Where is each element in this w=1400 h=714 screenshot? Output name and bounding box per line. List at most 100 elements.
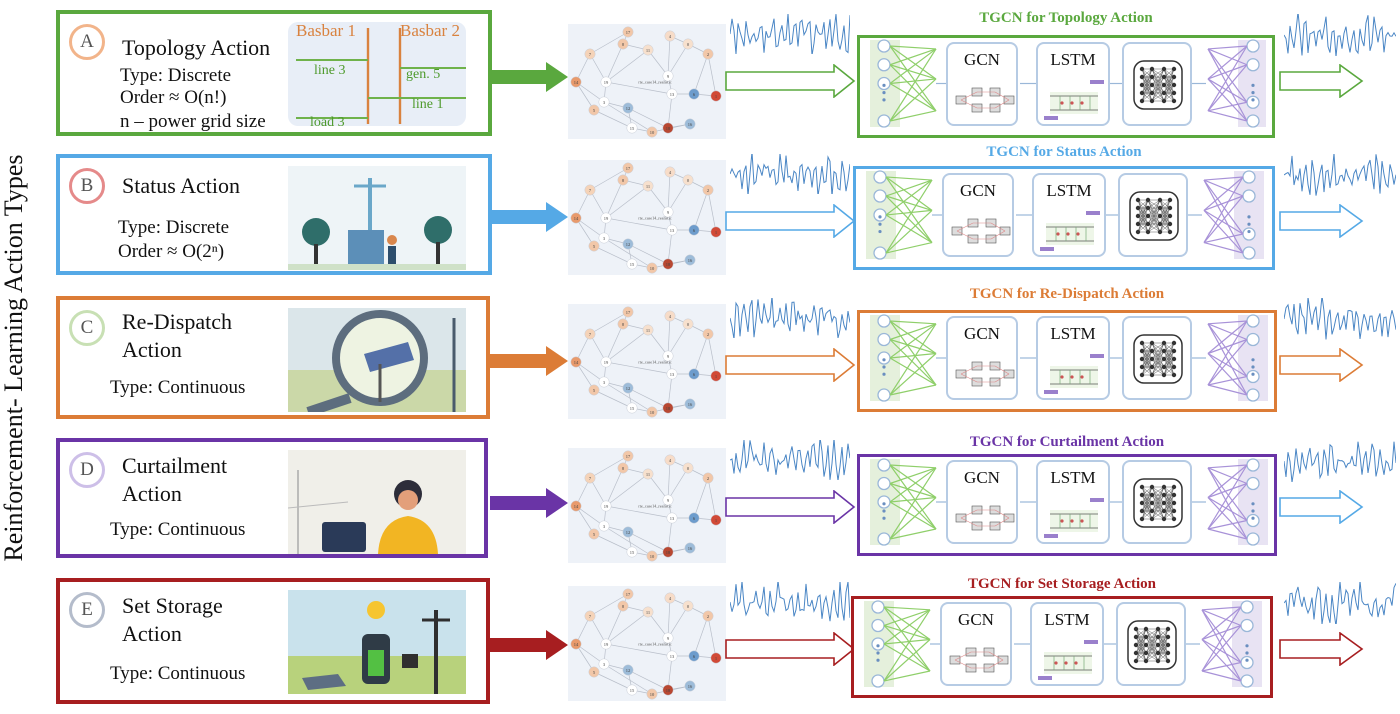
topology-diagram-label: line 3: [314, 63, 346, 78]
network-node: 3: [598, 376, 610, 388]
svg-text:5: 5: [593, 670, 596, 675]
svg-text:1: 1: [715, 656, 717, 661]
gcn-graph-icon: [955, 361, 1015, 387]
network-node: 8: [617, 600, 629, 612]
action-description-line: Type: Continuous: [110, 519, 246, 540]
network-node: 18: [662, 258, 674, 270]
action-description-line: Type: Continuous: [110, 377, 246, 398]
network-node: 11: [642, 324, 654, 336]
network-node: 15: [626, 122, 638, 134]
svg-text:16: 16: [688, 402, 693, 407]
tgcn-title: TGCN for Re-Dispatch Action: [969, 286, 1165, 302]
svg-text:12: 12: [626, 668, 631, 673]
network-node: 1: [710, 90, 722, 102]
svg-text:8: 8: [622, 604, 625, 609]
network-node: 2: [702, 328, 714, 340]
network-label: rte_case14_realistic: [638, 80, 671, 85]
svg-text:10: 10: [650, 266, 655, 271]
network-node: 12: [622, 664, 634, 676]
svg-text:19: 19: [604, 216, 609, 221]
svg-text:18: 18: [666, 688, 671, 693]
lstm-cell-icon: [1040, 211, 1100, 251]
flow-arrow-thick: [490, 202, 568, 232]
network-node: 4: [664, 592, 676, 604]
network-node: 15: [626, 546, 638, 558]
network-node: 11: [642, 180, 654, 192]
network-node: 17: [622, 26, 634, 38]
svg-text:10: 10: [650, 554, 655, 559]
svg-text:14: 14: [574, 216, 579, 221]
dense-network-module: [1122, 460, 1192, 544]
svg-text:17: 17: [626, 166, 631, 171]
tgcn-title: TGCN for Status Action: [986, 144, 1142, 160]
network-node: 10: [646, 406, 658, 418]
network-node: 19: [600, 500, 612, 512]
svg-text:0: 0: [687, 604, 690, 609]
gcn-label: GCN: [964, 468, 1000, 487]
network-node: 0: [682, 600, 694, 612]
svg-text:9: 9: [667, 74, 670, 79]
network-node: 17: [622, 306, 634, 318]
svg-text:12: 12: [626, 530, 631, 535]
network-node: 12: [622, 102, 634, 114]
neural-network-icon: [1133, 334, 1183, 384]
network-node: 7: [584, 610, 596, 622]
network-node: 3: [598, 232, 610, 244]
svg-text:7: 7: [589, 52, 592, 57]
lstm-module: LSTM: [1036, 460, 1110, 544]
svg-text:13: 13: [670, 654, 675, 659]
network-node: 18: [662, 546, 674, 558]
neural-network-icon: [1129, 191, 1179, 241]
svg-text:9: 9: [667, 498, 670, 503]
network-node: 6: [688, 650, 700, 662]
action-title: Status Action: [122, 173, 240, 198]
network-node: 7: [584, 184, 596, 196]
svg-text:13: 13: [670, 516, 675, 521]
output-signal-wave: [1284, 441, 1396, 482]
svg-text:10: 10: [650, 410, 655, 415]
action-title: Topology Action: [122, 35, 271, 60]
lstm-cell-icon: [1044, 498, 1104, 538]
svg-text:12: 12: [626, 386, 631, 391]
network-node: 3: [598, 658, 610, 670]
svg-text:8: 8: [622, 322, 625, 327]
topology-diagram-label: load 3: [310, 115, 345, 126]
network-node: 8: [617, 318, 629, 330]
lstm-label: LSTM: [1050, 468, 1096, 487]
action-title: Curtailment: [122, 453, 228, 478]
network-node: 16: [684, 398, 696, 410]
tgcn-model-box: GCN LSTM: [857, 454, 1277, 556]
svg-text:7: 7: [589, 332, 592, 337]
network-node: 9: [662, 206, 674, 218]
network-node: 16: [684, 118, 696, 130]
network-node: 14: [570, 212, 582, 224]
output-signal-wave: [1284, 154, 1396, 196]
network-label: rte_case14_realistic: [638, 216, 671, 221]
network-node: 16: [684, 542, 696, 554]
svg-text:18: 18: [666, 406, 671, 411]
action-description-line: Order ≈ O(n!): [120, 87, 227, 108]
svg-text:18: 18: [666, 126, 671, 131]
network-node: 18: [662, 122, 674, 134]
network-node: 9: [662, 494, 674, 506]
svg-text:14: 14: [574, 360, 579, 365]
network-node: 6: [688, 368, 700, 380]
network-node: 11: [642, 44, 654, 56]
gcn-label: GCN: [964, 49, 1000, 69]
network-label: rte_case14_realistic: [638, 642, 671, 647]
flow-arrow-thick: [490, 630, 568, 660]
network-node: 3: [598, 96, 610, 108]
network-node: 9: [662, 70, 674, 82]
input-signal-wave: [730, 582, 850, 622]
svg-text:5: 5: [593, 388, 596, 393]
svg-text:14: 14: [574, 80, 579, 85]
